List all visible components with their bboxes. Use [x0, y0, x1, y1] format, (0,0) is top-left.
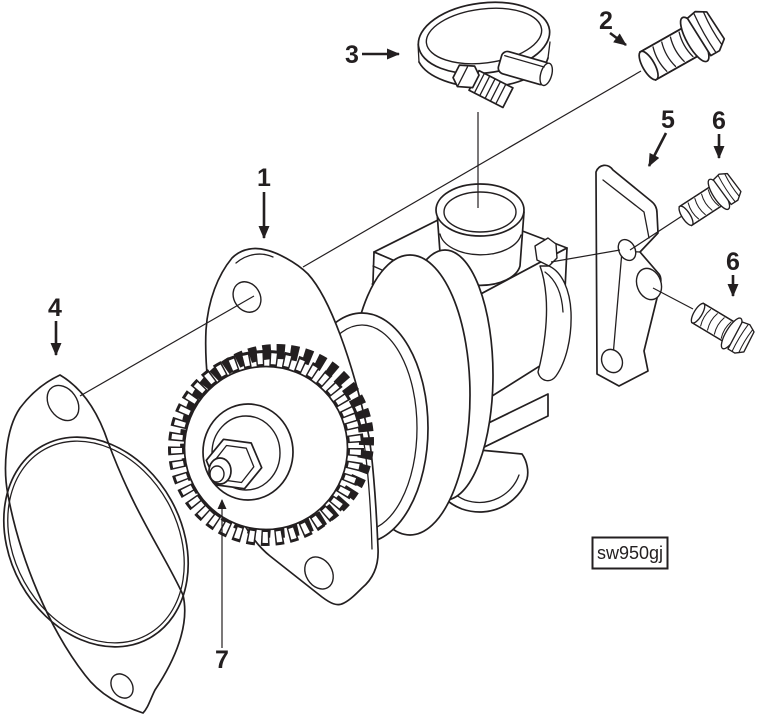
drive-gear [168, 344, 374, 546]
gasket-outline [4, 374, 186, 714]
support-bracket [595, 164, 663, 387]
callout-5: 5 [661, 106, 675, 134]
leader-screw-upper-to-hole [629, 215, 683, 251]
callout-4: 4 [48, 294, 62, 322]
clamp-screw [452, 64, 514, 109]
bolt2-shank-sides [639, 25, 702, 81]
callout-7: 7 [215, 646, 229, 674]
callout-5-arrow [647, 132, 668, 167]
gasket-hole-top [46, 384, 80, 422]
figure-code-label: sw950gj [597, 543, 663, 563]
callout-6-lower: 6 [726, 248, 740, 276]
bracket-hole-middle [635, 267, 663, 301]
bracket-hole-lower [600, 348, 624, 374]
flange-bevel-edge [235, 253, 274, 264]
gasket-hole-bottom [110, 673, 134, 699]
figure-code-border [591, 536, 669, 570]
callout-2-arrow [609, 31, 627, 47]
pump-neck-mouth [443, 191, 517, 233]
hex-flange-screw-upper [678, 172, 742, 227]
gasket [2, 374, 190, 714]
figure-code-box: sw950gj [591, 536, 669, 570]
pump-right-ear [534, 237, 558, 267]
gasket-opening-outer [2, 436, 190, 648]
leader-bolt2-to-flange [302, 70, 642, 268]
pump-neck-lip [439, 233, 522, 256]
gear-teeth-face [171, 353, 361, 543]
hex-flange-screw-lower [690, 302, 755, 354]
leader-gasket-to-flange-hole [79, 295, 255, 397]
leader-bracket-to-pump [550, 249, 621, 263]
callout-1: 1 [257, 164, 271, 192]
bracket-hole-upper [617, 238, 637, 262]
leader-lines [79, 70, 694, 648]
hose-clamp [417, 1, 554, 109]
bolt2-threads [652, 31, 694, 72]
callouts: 1 2 3 4 5 6 6 7 [48, 7, 740, 674]
clamp-band-inner [425, 7, 543, 65]
callout-2: 2 [599, 7, 613, 35]
gear-shaft-tip-face [209, 465, 225, 483]
callout-6-upper: 6 [712, 107, 726, 135]
gasket-opening-inner [7, 440, 185, 644]
bolt2-hex-facets [693, 11, 723, 54]
flange-hole-bottom [304, 556, 334, 590]
clamp-band-side-right [547, 41, 551, 59]
clamp-screw-housing [497, 50, 554, 87]
callout-3: 3 [345, 41, 359, 69]
bolt2-tip [638, 50, 659, 81]
leader-screw-lower-to-hole [652, 287, 694, 310]
bracket-tab-inner-edge [602, 179, 650, 239]
hex-flange-bolt [638, 10, 726, 81]
bolt2-hex-head [686, 10, 726, 57]
pump-right-strip [537, 265, 572, 382]
flange-right-edge [362, 437, 373, 550]
pump-right-strip-edge [544, 271, 564, 313]
bracket-bend-line [611, 250, 623, 369]
